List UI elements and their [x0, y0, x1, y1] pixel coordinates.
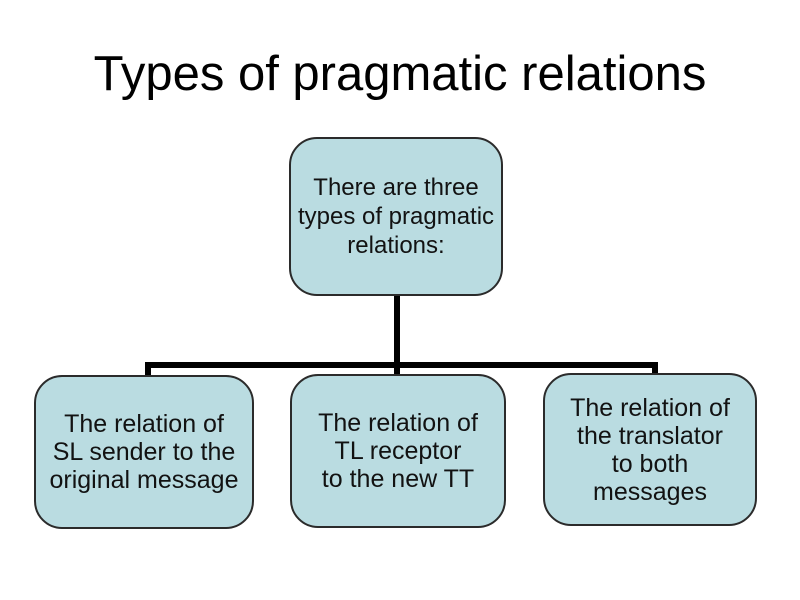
- child-box-line: original message: [49, 466, 239, 494]
- root-box-line: relations:: [347, 232, 445, 259]
- root-box: There are three types of pragmatic relat…: [289, 137, 503, 296]
- child-box-tl-receptor: The relation of TL receptor to the new T…: [290, 374, 506, 528]
- root-box-line: types of pragmatic: [297, 203, 495, 230]
- child-box-line: TL receptor: [334, 437, 462, 465]
- child-box-line: to both: [611, 449, 689, 478]
- child-box-line: messages: [593, 477, 707, 506]
- child-box-sl-sender: The relation of SL sender to the origina…: [34, 375, 254, 529]
- root-box-line: There are three: [313, 174, 479, 201]
- child-box-line: SL sender to the: [52, 438, 236, 466]
- connector-root-vertical: [394, 294, 400, 376]
- child-box-line: The relation of: [64, 410, 224, 438]
- child-box-translator: The relation of the translator to both m…: [543, 373, 757, 526]
- child-box-line: The relation of: [318, 409, 478, 437]
- connector-horizontal-bar: [145, 362, 658, 368]
- child-box-line: The relation of: [570, 393, 730, 422]
- child-box-line: the translator: [577, 421, 723, 450]
- connector-right-stub: [652, 362, 658, 378]
- connector-left-stub: [145, 362, 151, 380]
- child-box-line: to the new TT: [321, 465, 475, 493]
- slide-title: Types of pragmatic relations: [93, 47, 707, 101]
